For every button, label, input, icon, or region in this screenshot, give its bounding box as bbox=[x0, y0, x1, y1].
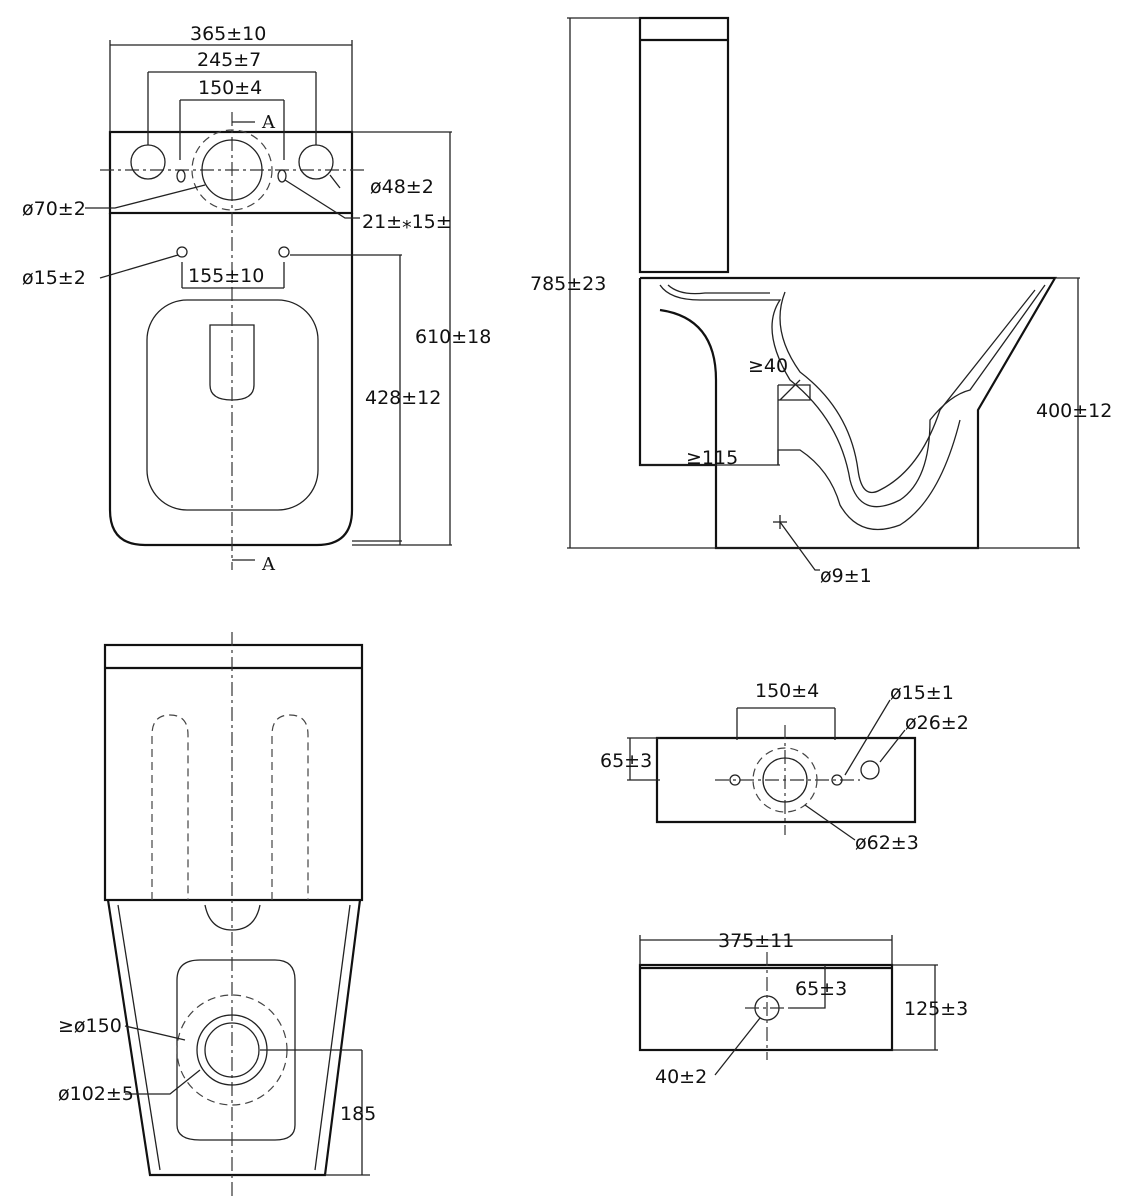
dim-375: 375±11 bbox=[718, 930, 794, 952]
bowl-outline bbox=[108, 213, 354, 547]
dim-155: 155±10 bbox=[188, 265, 264, 287]
dim-min-40: ≥40 bbox=[748, 355, 788, 377]
dim-small-hole-lid: ø15±1 bbox=[890, 682, 954, 704]
dim-150: 150±4 bbox=[198, 77, 262, 99]
dim-floor-hole: ø9±1 bbox=[820, 565, 872, 587]
dim-fixing-hole: ø15±2 bbox=[22, 267, 86, 289]
side-view: 785±23 ≥40 ≥115 400±12 ø9±1 bbox=[530, 16, 1112, 587]
dim-400: 400±12 bbox=[1036, 400, 1112, 422]
dim-min-115: ≥115 bbox=[686, 447, 738, 469]
dim-245: 245±7 bbox=[197, 49, 261, 71]
section-mark-top: A bbox=[261, 112, 276, 133]
dim-flush-diameter: ø70±2 bbox=[22, 198, 86, 220]
dim-428: 428±12 bbox=[365, 387, 441, 409]
fixing-hole-right bbox=[278, 246, 290, 258]
trap-path bbox=[659, 284, 1046, 508]
dim-outlet-diameter: ø102±5 bbox=[58, 1083, 134, 1105]
dim-610: 610±18 bbox=[415, 326, 491, 348]
dim-inlet-diameter: ø48±2 bbox=[370, 176, 434, 198]
dim-side-hole: ø26±2 bbox=[905, 712, 969, 734]
inlet-hole-left bbox=[130, 144, 166, 180]
bowl-front bbox=[106, 899, 362, 1177]
bowl-side bbox=[638, 276, 1057, 550]
tank-plan-view: 375±11 65±3 125±3 40±2 bbox=[638, 930, 968, 1088]
tank-front bbox=[103, 643, 364, 902]
dim-785: 785±23 bbox=[530, 273, 606, 295]
button-hole bbox=[762, 757, 808, 803]
inlet-hole-right bbox=[298, 144, 334, 180]
tank-outline bbox=[108, 130, 354, 215]
dim-185: 185 bbox=[340, 1103, 376, 1125]
section-mark-bottom: A bbox=[261, 554, 276, 575]
dim-small-hole: 21±⁎15± bbox=[362, 211, 452, 233]
dim-150-lid: 150±4 bbox=[755, 680, 819, 702]
dim-125: 125±3 bbox=[904, 998, 968, 1020]
fixing-hole-left bbox=[176, 246, 188, 258]
tank-side bbox=[638, 16, 730, 274]
front-view: ≥ø150 ø102±5 185 bbox=[58, 632, 376, 1198]
side-hole bbox=[860, 760, 880, 780]
flush-hole bbox=[201, 139, 263, 201]
dim-65-plan: 65±3 bbox=[795, 978, 847, 1000]
dim-button-hole: ø62±3 bbox=[855, 832, 919, 854]
dim-40: 40±2 bbox=[655, 1066, 707, 1088]
outlet-inner bbox=[204, 1022, 260, 1078]
tank-lid-view: 150±4 ø15±1 ø26±2 65±3 ø62±3 bbox=[600, 680, 969, 854]
dim-min-outlet: ≥ø150 bbox=[58, 1015, 122, 1037]
top-view: 365±10 245±7 150±4 A A ø48±2 ø70±2 21±⁎1… bbox=[22, 23, 491, 575]
dim-365: 365±10 bbox=[190, 23, 266, 45]
dim-65-lid: 65±3 bbox=[600, 750, 652, 772]
